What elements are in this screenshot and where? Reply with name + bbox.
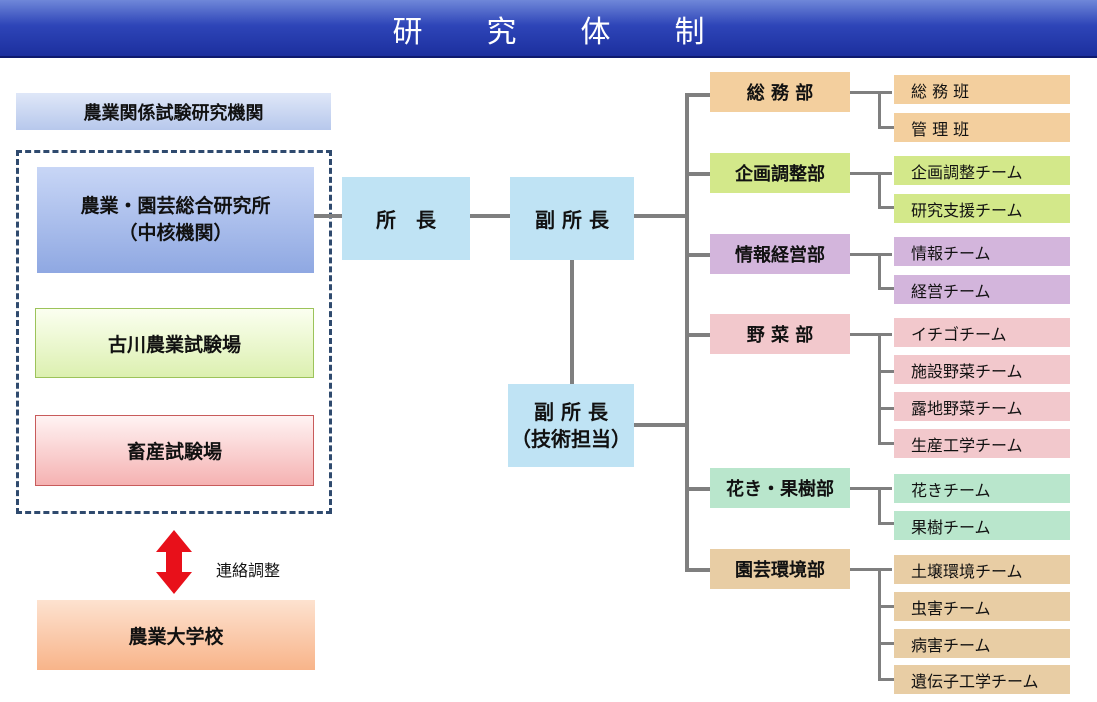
connector-line (850, 333, 892, 336)
connector-line (878, 333, 881, 445)
connector-line (878, 678, 894, 681)
connector-line (850, 568, 892, 571)
vice-director-tech-box: 副 所 長 （技術担当） (508, 384, 634, 467)
connector-line (685, 568, 710, 572)
team-insect-damage: 虫害チーム (894, 592, 1070, 621)
connector-line (685, 333, 710, 337)
connector-line (878, 253, 881, 290)
team-fruit-trees: 果樹チーム (894, 511, 1070, 540)
connector-line (850, 172, 892, 175)
connector-line (850, 253, 892, 256)
team-general-affairs: 総 務 班 (894, 75, 1070, 104)
connector-line (878, 407, 894, 410)
team-field-vegetables: 露地野菜チーム (894, 392, 1070, 421)
connector-line (685, 93, 689, 572)
team-management-economics: 経営チーム (894, 275, 1070, 304)
institutions-header: 農業関係試験研究機関 (16, 93, 331, 130)
central-institute-sublabel: （中核機関） (118, 222, 233, 244)
double-arrow-icon (156, 530, 192, 594)
double-arrow-shape (156, 530, 192, 594)
dept-vegetables: 野 菜 部 (710, 314, 850, 354)
vice-director-box: 副 所 長 (510, 177, 634, 260)
connector-line (470, 214, 512, 218)
team-soil-environment: 土壌環境チーム (894, 555, 1070, 584)
central-institute-label: 農業・園芸総合研究所 (80, 195, 271, 217)
team-genetic-engineering: 遺伝子工学チーム (894, 665, 1070, 694)
connector-line (685, 253, 710, 257)
central-institute-box: 農業・園芸総合研究所 （中核機関） (37, 167, 314, 273)
team-strawberry: イチゴチーム (894, 318, 1070, 347)
title-banner (0, 0, 1097, 58)
dept-flowers-fruit: 花き・果樹部 (710, 468, 850, 508)
vice-director-tech-label: 副 所 長 (534, 399, 608, 424)
connector-line (850, 487, 892, 490)
connector-line (850, 91, 892, 94)
team-greenhouse-vegetables: 施設野菜チーム (894, 355, 1070, 384)
liaison-label: 連絡調整 (216, 561, 281, 580)
connector-line (878, 206, 894, 209)
connector-line (878, 172, 881, 209)
connector-line (878, 642, 894, 645)
dept-general-affairs: 総 務 部 (710, 72, 850, 112)
dept-information-management: 情報経営部 (710, 234, 850, 274)
connector-line (878, 487, 881, 525)
connector-line (634, 423, 688, 427)
livestock-station-box: 畜産試験場 (35, 415, 314, 486)
team-information: 情報チーム (894, 237, 1070, 266)
connector-line (685, 172, 710, 176)
connector-line (878, 126, 894, 129)
team-research-support: 研究支援チーム (894, 194, 1070, 223)
team-planning: 企画調整チーム (894, 156, 1070, 185)
connector-line (570, 260, 574, 384)
institutions-group (16, 150, 332, 514)
connector-line (634, 214, 688, 218)
furukawa-station-box: 古川農業試験場 (35, 308, 314, 378)
agri-college-box: 農業大学校 (37, 600, 315, 670)
connector-line (314, 214, 342, 218)
director-box: 所 長 (342, 177, 470, 260)
team-disease: 病害チーム (894, 629, 1070, 658)
connector-line (878, 522, 894, 525)
connector-line (878, 287, 894, 290)
dept-planning: 企画調整部 (710, 153, 850, 193)
vice-director-tech-sublabel: （技術担当） (511, 426, 631, 451)
dept-horticultural-environment: 園芸環境部 (710, 549, 850, 589)
connector-line (878, 442, 894, 445)
page-title: 研究体制 (392, 15, 769, 50)
team-production-engineering: 生産工学チーム (894, 429, 1070, 458)
team-flowers: 花きチーム (894, 474, 1070, 503)
connector-line (685, 93, 710, 97)
team-management: 管 理 班 (894, 113, 1070, 142)
connector-line (878, 568, 881, 681)
connector-line (685, 487, 710, 491)
connector-line (878, 370, 894, 373)
connector-line (878, 605, 894, 608)
connector-line (878, 91, 881, 129)
